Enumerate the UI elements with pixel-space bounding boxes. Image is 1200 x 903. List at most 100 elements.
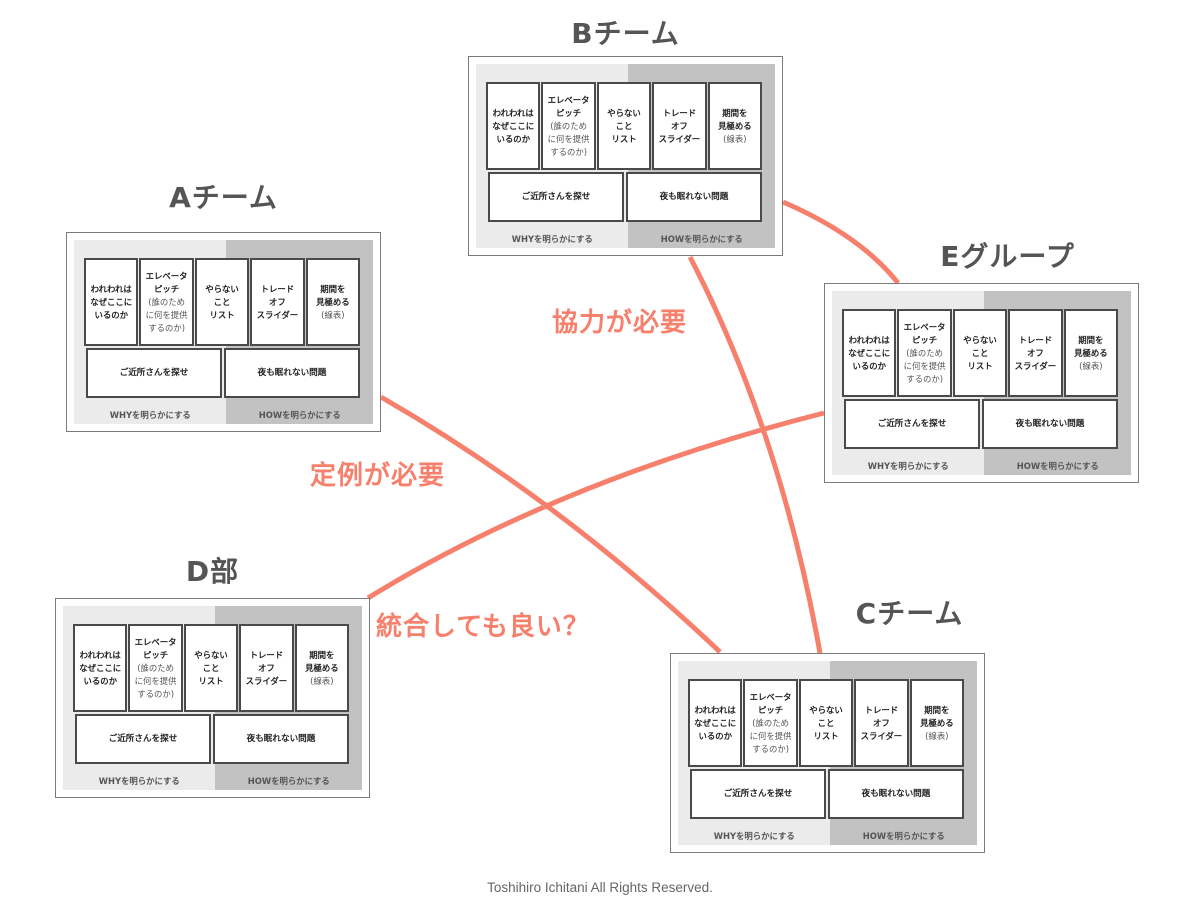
question-card: 期間を 見極める (線表) [294, 624, 350, 712]
why-footer-label: WHYを明らかにする [109, 410, 191, 420]
question-card-subtitle: (線表) [1079, 360, 1103, 371]
question-card-title: トレード オフ スライダー [245, 649, 288, 686]
canvas-card-b: われわれは なぜここに いるのかエレベータ ピッチ(誰のため に何を提供 するの… [468, 56, 783, 256]
question-row: われわれは なぜここに いるのかエレベータ ピッチ(誰のため に何を提供 するの… [842, 309, 1119, 397]
wide-question-row: ご近所さんを探せ夜も眠れない問題 [488, 172, 762, 222]
question-card-title: 期間を 見極める [305, 649, 339, 673]
question-card-title: われわれは なぜここに いるのか [694, 704, 737, 741]
question-card: われわれは なぜここに いるのか [73, 624, 128, 712]
question-card: 期間を 見極める (線表) [707, 82, 763, 170]
why-footer-label: WHYを明らかにする [511, 234, 593, 244]
question-card: やらない こと リスト [596, 82, 652, 170]
question-card: やらない こと リスト [183, 624, 239, 712]
question-card-title: やらない こと リスト [809, 704, 843, 741]
canvas-card-d: われわれは なぜここに いるのかエレベータ ピッチ(誰のため に何を提供 するの… [55, 598, 370, 798]
question-card: われわれは なぜここに いるのか [688, 679, 743, 767]
question-card-subtitle: (線表) [925, 730, 949, 741]
question-card-title: 期間を 見極める [316, 283, 350, 307]
question-card: われわれは なぜここに いるのか [486, 82, 541, 170]
question-card: トレード オフ スライダー [854, 679, 909, 767]
why-footer-label: WHYを明らかにする [713, 831, 795, 841]
question-card: エレベータ ピッチ(誰のため に何を提供 するのか) [541, 82, 596, 170]
team-title-a: Aチーム [169, 181, 278, 214]
question-card: エレベータ ピッチ(誰のため に何を提供 するのか) [128, 624, 183, 712]
canvas-inner: われわれは なぜここに いるのかエレベータ ピッチ(誰のため に何を提供 するの… [832, 291, 1131, 475]
wide-question-row: ご近所さんを探せ夜も眠れない問題 [86, 348, 360, 398]
question-card: エレベータ ピッチ(誰のため に何を提供 するのか) [139, 258, 194, 346]
question-card-title: やらない こと リスト [194, 649, 228, 686]
wide-question-card: 夜も眠れない問題 [213, 714, 349, 764]
how-footer-label: HOWを明らかにする [258, 410, 341, 420]
question-card-subtitle: (線表) [310, 675, 334, 686]
question-card-title: やらない こと リスト [205, 283, 239, 320]
question-card: 期間を 見極める (線表) [1063, 309, 1119, 397]
wide-question-card: 夜も眠れない問題 [828, 769, 964, 819]
canvas-card-c: われわれは なぜここに いるのかエレベータ ピッチ(誰のため に何を提供 するの… [670, 653, 985, 853]
question-card: トレード オフ スライダー [239, 624, 294, 712]
why-footer-label: WHYを明らかにする [867, 461, 949, 471]
question-card-title: エレベータ ピッチ [903, 321, 946, 345]
question-row: われわれは なぜここに いるのかエレベータ ピッチ(誰のため に何を提供 するの… [486, 82, 763, 170]
team-title-c: Cチーム [855, 597, 964, 630]
question-card-subtitle: (線表) [321, 309, 345, 320]
question-card-subtitle: (誰のため に何を提供 するのか) [134, 662, 177, 699]
question-card-subtitle: (誰のため に何を提供 するのか) [145, 296, 188, 333]
wide-question-card: ご近所さんを探せ [488, 172, 624, 222]
question-card: トレード オフ スライダー [250, 258, 305, 346]
question-card-title: やらない こと リスト [963, 334, 997, 371]
question-card-title: 期間を 見極める [1074, 334, 1108, 358]
canvas-inner: われわれは なぜここに いるのかエレベータ ピッチ(誰のため に何を提供 するの… [63, 606, 362, 790]
wide-question-card: 夜も眠れない問題 [626, 172, 762, 222]
question-card-subtitle: (誰のため に何を提供 するのか) [547, 120, 590, 157]
question-card-subtitle: (誰のため に何を提供 するのか) [903, 347, 946, 384]
question-card-subtitle: (線表) [723, 133, 747, 144]
question-card-title: トレード オフ スライダー [658, 107, 701, 144]
wide-question-card: ご近所さんを探せ [690, 769, 826, 819]
question-card-title: トレード オフ スライダー [860, 704, 903, 741]
how-footer-label: HOWを明らかにする [660, 234, 743, 244]
question-card: トレード オフ スライダー [652, 82, 707, 170]
wide-question-row: ご近所さんを探せ夜も眠れない問題 [844, 399, 1118, 449]
question-card-title: トレード オフ スライダー [256, 283, 299, 320]
how-footer-label: HOWを明らかにする [1016, 461, 1099, 471]
question-card-title: エレベータ ピッチ [134, 636, 177, 660]
question-row: われわれは なぜここに いるのかエレベータ ピッチ(誰のため に何を提供 するの… [688, 679, 965, 767]
question-card-title: トレード オフ スライダー [1014, 334, 1057, 371]
question-card: 期間を 見極める (線表) [305, 258, 361, 346]
question-card: やらない こと リスト [798, 679, 854, 767]
question-card-title: われわれは なぜここに いるのか [848, 334, 891, 371]
label-merge-ok: 統合しても良い？ [376, 612, 590, 642]
question-card: トレード オフ スライダー [1008, 309, 1063, 397]
question-card: 期間を 見極める(線表) [909, 679, 965, 767]
question-card-title: われわれは なぜここに いるのか [492, 107, 535, 144]
question-card: エレベータ ピッチ(誰のため に何を提供 するのか) [897, 309, 952, 397]
team-title-e: Eグループ [940, 240, 1075, 273]
canvas-inner: われわれは なぜここに いるのかエレベータ ピッチ(誰のため に何を提供 するの… [74, 240, 373, 424]
wide-question-card: ご近所さんを探せ [86, 348, 222, 398]
wide-question-card: ご近所さんを探せ [844, 399, 980, 449]
question-card: エレベータ ピッチ(誰のため に何を提供 するのか) [743, 679, 798, 767]
how-footer-label: HOWを明らかにする [247, 776, 330, 786]
copyright-footer: Toshihiro Ichitani All Rights Reserved. [487, 880, 713, 895]
canvas-inner: われわれは なぜここに いるのかエレベータ ピッチ(誰のため に何を提供 するの… [678, 661, 977, 845]
canvas-card-e: われわれは なぜここに いるのかエレベータ ピッチ(誰のため に何を提供 するの… [824, 283, 1139, 483]
team-title-d: D部 [185, 555, 240, 588]
why-footer-label: WHYを明らかにする [98, 776, 180, 786]
question-card-title: われわれは なぜここに いるのか [79, 649, 122, 686]
label-regular-meeting-needed: 定例が必要 [310, 461, 446, 491]
question-card-title: エレベータ ピッチ [749, 691, 792, 715]
connection-line-d-e [366, 410, 825, 601]
question-card-title: 期間を 見極める [718, 107, 752, 131]
wide-question-card: ご近所さんを探せ [75, 714, 211, 764]
question-card: やらない こと リスト [194, 258, 250, 346]
question-row: われわれは なぜここに いるのかエレベータ ピッチ(誰のため に何を提供 するの… [73, 624, 350, 712]
wide-question-card: 夜も眠れない問題 [982, 399, 1118, 449]
team-title-b: Bチーム [571, 17, 680, 50]
canvas-card-a: われわれは なぜここに いるのかエレベータ ピッチ(誰のため に何を提供 するの… [66, 232, 381, 432]
question-row: われわれは なぜここに いるのかエレベータ ピッチ(誰のため に何を提供 するの… [84, 258, 361, 346]
question-card-title: エレベータ ピッチ [547, 94, 590, 118]
canvas-inner: われわれは なぜここに いるのかエレベータ ピッチ(誰のため に何を提供 するの… [476, 64, 775, 248]
question-card: われわれは なぜここに いるのか [842, 309, 897, 397]
question-card-title: われわれは なぜここに いるのか [90, 283, 133, 320]
question-card: われわれは なぜここに いるのか [84, 258, 139, 346]
